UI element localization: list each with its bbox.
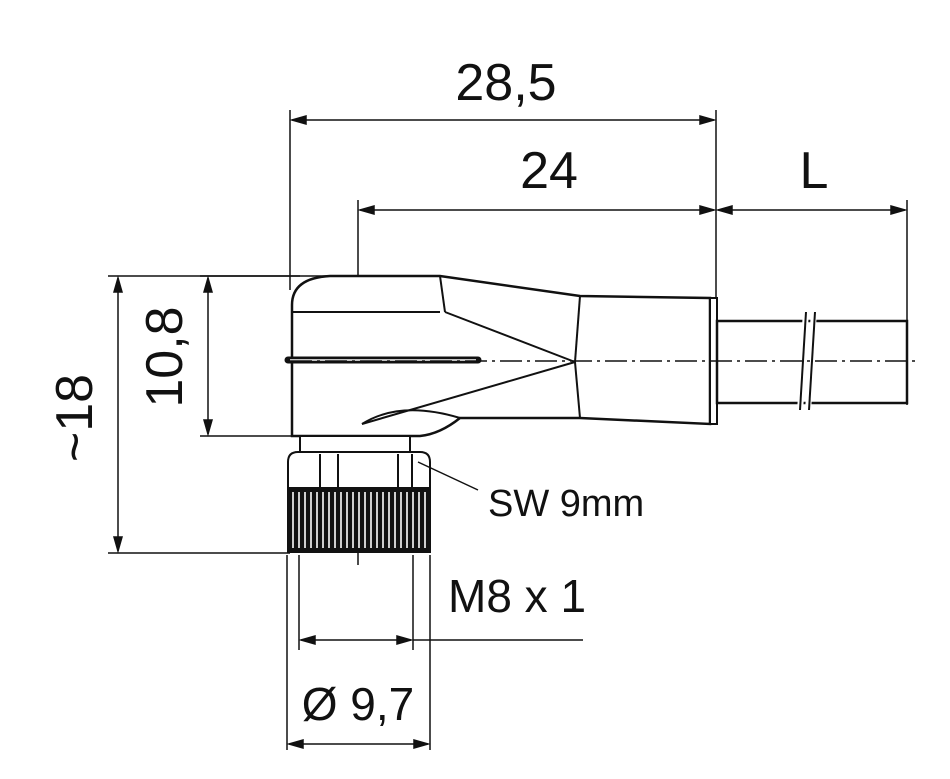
cable-length-label: L [800,142,829,200]
height-total-label: ~18 [46,374,104,462]
wrench-size-leader [417,461,479,491]
extension-lines [108,110,908,750]
nut-diameter-label: Ø 9,7 [302,678,415,730]
body-height-label: 10,8 [136,306,194,407]
wrench-size-label: SW 9mm [488,483,644,525]
thread-label: M8 x 1 [448,570,586,622]
cable [715,309,909,413]
connector-neck [299,435,411,453]
connector-housing [290,274,718,438]
dimension-lines [113,115,908,749]
knurl-pattern [292,492,426,548]
body-length-label: 24 [520,142,578,200]
overall-length-label: 28,5 [455,54,556,112]
